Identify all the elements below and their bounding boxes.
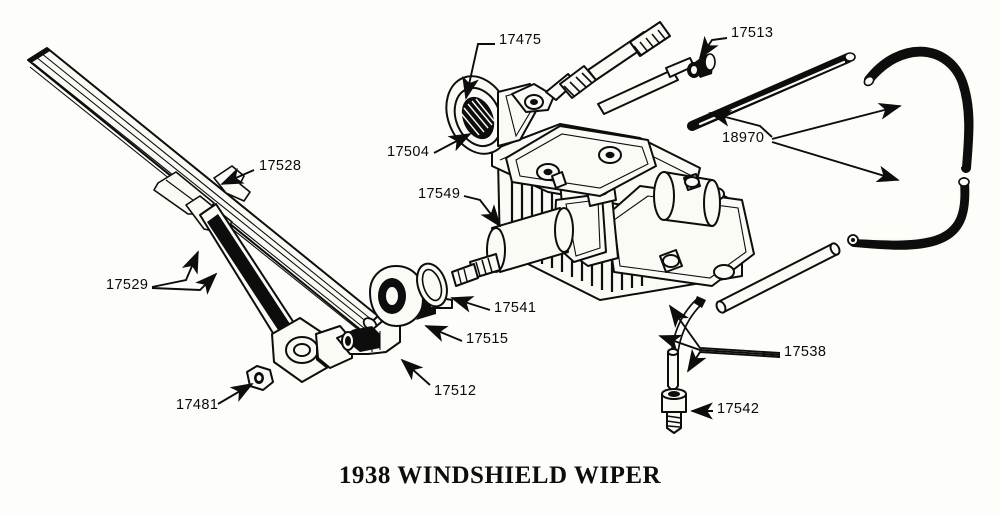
leader-17528: [220, 167, 255, 185]
leader-17538-c: [686, 348, 781, 373]
callout-label-17504: 17504: [387, 144, 430, 160]
leader-17529-b: [151, 272, 218, 295]
part-17528-wiper-blade: [27, 47, 379, 333]
callout-label-17528: 17528: [259, 158, 302, 174]
callout-label-17538: 17538: [784, 344, 827, 360]
leader-18970-c: [771, 141, 900, 183]
leader-17481: [217, 383, 254, 405]
callout-label-17481: 17481: [176, 397, 219, 413]
part-17475-lever-shaft: [511, 21, 695, 115]
callout-label-17542: 17542: [717, 401, 760, 417]
diagram-title: 1938 WINDSHIELD WIPER: [338, 462, 662, 489]
callout-label-18970: 18970: [722, 130, 765, 146]
part-17481-hex-nut: [246, 365, 274, 391]
callout-label-17541: 17541: [494, 300, 537, 316]
part-17542-cap-screw: [661, 388, 687, 434]
callout-label-17513: 17513: [731, 25, 774, 41]
leader-17515: [424, 325, 463, 342]
callout-label-17515: 17515: [466, 331, 509, 347]
part-motor-housing: [491, 123, 755, 301]
leader-17529-a: [151, 250, 199, 288]
leader-18970-a: [708, 109, 773, 138]
callout-label-17529: 17529: [106, 277, 149, 293]
leader-17513: [698, 35, 728, 60]
callout-label-17512: 17512: [434, 383, 477, 399]
leader-17475: [462, 43, 495, 100]
part-17541-sealing-washer: [416, 262, 448, 308]
leader-17549: [463, 195, 502, 228]
leader-17504: [433, 133, 472, 154]
part-17549-valve-body: [451, 207, 574, 287]
leader-17538-a: [668, 304, 781, 354]
part-17512-coupling-nut: [336, 317, 401, 355]
callout-leader-lines: [151, 35, 902, 420]
callout-label-17475: 17475: [499, 32, 542, 48]
leader-18970-b: [771, 102, 902, 140]
callout-label-17549: 17549: [418, 186, 461, 202]
leader-17512: [400, 358, 431, 386]
leader-17541: [450, 296, 491, 313]
